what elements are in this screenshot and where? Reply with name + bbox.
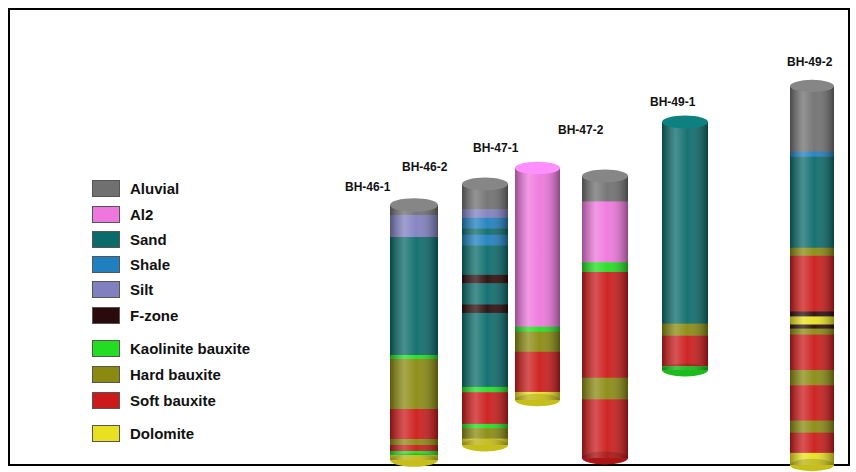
- legend-text: Sand: [130, 231, 167, 249]
- cylinder-top: [390, 198, 438, 211]
- cylinder-base: [582, 452, 628, 465]
- borehole-cylinder: [515, 162, 560, 407]
- cylinder-shading: [462, 184, 508, 445]
- cylinder-top: [515, 162, 560, 175]
- cylinder-base-shade: [462, 439, 508, 452]
- legend-text: Hard bauxite: [130, 366, 221, 384]
- borehole-cylinder: [790, 80, 834, 471]
- cylinder-shading: [582, 176, 628, 458]
- cylinder-top: [582, 170, 628, 183]
- legend-text: Shale: [130, 256, 170, 274]
- legend-text: Aluvial: [130, 180, 179, 198]
- cylinder-base: [515, 394, 560, 407]
- cylinder-top: [790, 80, 834, 92]
- borehole-cylinder: [462, 178, 508, 452]
- legend-swatch: [92, 256, 120, 273]
- borehole-label: BH-46-1: [345, 180, 390, 194]
- cylinder-top: [462, 178, 508, 191]
- legend-text: Soft bauxite: [130, 392, 216, 410]
- legend-text: F-zone: [130, 307, 178, 325]
- legend-swatch: [92, 366, 120, 383]
- legend-swatch: [92, 180, 120, 197]
- borehole-label: BH-49-2: [787, 55, 832, 69]
- borehole-cylinder: [662, 116, 708, 377]
- borehole-label: BH-47-1: [473, 141, 518, 155]
- legend-swatch: [92, 425, 120, 442]
- cylinder-base-shade: [390, 453, 438, 466]
- cylinder-base-shade: [582, 452, 628, 465]
- borehole-label: BH-49-1: [650, 95, 695, 109]
- borehole-cylinder: [390, 198, 438, 466]
- legend-text: Dolomite: [130, 425, 194, 443]
- cylinder-base-shade: [515, 394, 560, 407]
- cylinder-top: [662, 116, 708, 129]
- legend-swatch: [92, 281, 120, 298]
- cylinder-shading: [790, 86, 834, 465]
- borehole-label: BH-46-2: [402, 160, 447, 174]
- legend-swatch: [92, 392, 120, 409]
- borehole-cylinder: [582, 170, 628, 465]
- legend-swatch: [92, 340, 120, 357]
- legend-text: Al2: [130, 206, 153, 224]
- legend-text: Kaolinite bauxite: [130, 340, 250, 358]
- legend-swatch: [92, 206, 120, 223]
- cylinder-shading: [390, 205, 438, 460]
- legend-text: Silt: [130, 281, 153, 299]
- cylinder-base-shade: [790, 459, 834, 471]
- legend-swatch: [92, 307, 120, 324]
- cylinder-base: [390, 453, 438, 466]
- cylinder-base: [462, 439, 508, 452]
- cylinder-base: [790, 459, 834, 471]
- legend-swatch: [92, 231, 120, 248]
- cylinder-shading: [662, 122, 708, 370]
- cylinder-shading: [515, 168, 560, 400]
- cylinder-base: [662, 364, 708, 377]
- borehole-label: BH-47-2: [558, 123, 603, 137]
- cylinder-base-shade: [662, 364, 708, 377]
